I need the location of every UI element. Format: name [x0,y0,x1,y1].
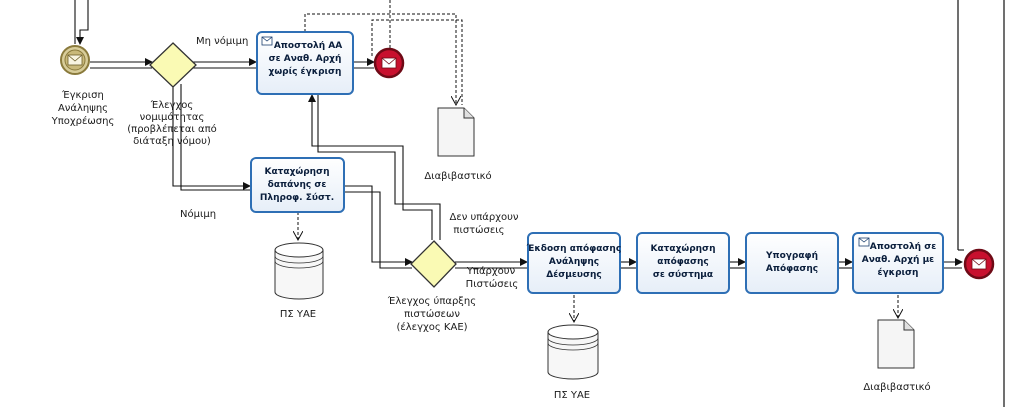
gateway-label: (έλεγχος ΚΑΕ) [396,321,467,333]
task-label: δαπάνης σε [268,180,327,190]
flow-label: Πιστώσεις [466,278,519,290]
task-label: Υπογραφή [765,251,818,261]
task-label: Καταχώρηση [265,166,330,177]
start-event-label: Ανάληψης [58,102,108,114]
start-event[interactable] [60,45,90,75]
gateway-credit-check[interactable] [410,240,457,288]
flow-line [76,0,89,45]
document-icon [877,319,915,369]
task-label: Δέσμευσης [546,269,601,280]
association-line [371,19,463,105]
flow-line [317,95,441,240]
gateway-label: νομιμότητας [140,111,205,123]
flow-line [180,84,250,191]
gateway-label: πιστώσεων [404,308,460,320]
flow-label: Δεν υπάρχουν [449,211,518,223]
task-label: Αποστολή ΑΑ [274,41,342,51]
gateway-label: (προβλέπεται από [127,123,216,135]
task-label: έγκριση [878,267,919,278]
database-icon [274,242,324,300]
task-label: Αναθ. Αρχή με [862,255,934,265]
start-event-label: Υποχρέωσης [51,115,115,127]
task-send-with-approval[interactable]: Αποστολή σε Αναθ. Αρχή με έγκριση [852,232,944,294]
task-label: απόφασης [657,256,708,267]
envelope-icon [381,57,397,69]
flow-line [344,185,413,266]
task-label: Πληροφ. Σύστ. [260,193,334,203]
task-label: Απόφασης [766,263,818,274]
end-event-2[interactable] [963,248,995,280]
database-label: ΠΣ ΥΑΕ [280,309,316,320]
task-register-expense[interactable]: Καταχώρηση δαπάνης σε Πληροφ. Σύστ. [250,157,345,213]
gateway-label: διάταξη νόμου) [133,135,211,147]
database-icon [547,324,599,380]
task-sign-decision[interactable]: Υπογραφή Απόφασης [745,232,839,294]
envelope-icon [971,258,987,270]
task-label: Καταχώρηση [651,243,716,254]
task-issue-decision[interactable]: Έκδοση απόφασης Ανάληψης Δέσμευσης [526,232,621,294]
task-label: Αποστολή σε [870,242,936,252]
database-label: ΠΣ ΥΑΕ [554,390,590,401]
envelope-icon [67,54,83,66]
task-send-without-approval[interactable]: Αποστολή ΑΑ σε Αναθ. Αρχή χωρίς έγκριση [256,31,354,95]
document-label: Διαβιβαστικό [424,170,491,182]
flow-line [344,191,412,269]
end-event-1[interactable] [373,47,405,79]
flow-label: Μη νόμιμη [196,35,248,47]
task-label: Έκδοση απόφασης [526,243,621,254]
document-label: Διαβιβαστικό [863,381,930,393]
start-event-label: Έγκριση [61,89,104,101]
task-label: Ανάληψης [549,257,599,267]
task-label: χωρίς έγκριση [269,66,342,77]
gateway-label: Έλεγχος ύπαρξης [387,295,476,307]
flow-label: πιστώσεις [453,224,504,236]
task-label: σε Αναθ. Αρχή [269,54,342,64]
gateway-legal-check[interactable] [149,42,197,88]
gateway-label: Έλεγχος [150,99,193,111]
flow-line [308,94,433,240]
flow-label: Νόμιμη [180,208,216,220]
task-label: σε σύστημα [653,270,713,280]
flow-line [172,84,251,190]
document-icon [437,107,475,157]
task-register-decision[interactable]: Καταχώρηση απόφασης σε σύστημα [636,232,730,294]
flow-label: Υπάρχουν [466,265,516,277]
